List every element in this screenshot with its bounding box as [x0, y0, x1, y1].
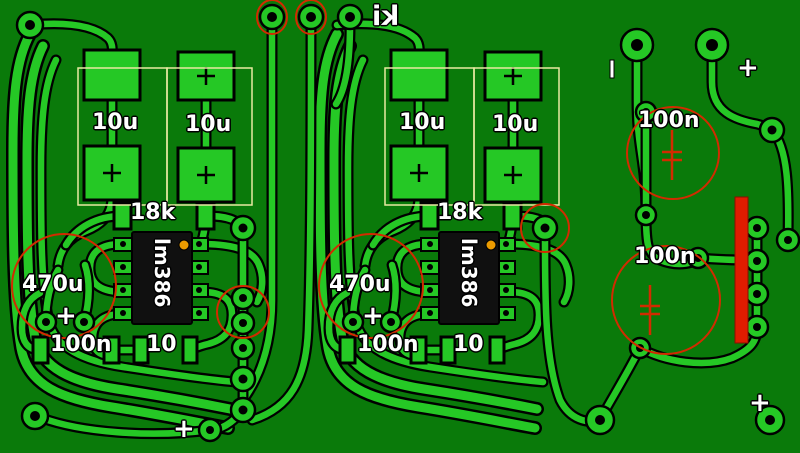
label-res-10: 10 — [453, 332, 484, 357]
silkscreen-circle — [216, 285, 270, 339]
plus-mark: + — [55, 301, 77, 331]
silkscreen-circle — [520, 203, 570, 253]
silkscreen-circle-100n-top — [626, 106, 720, 200]
via-pad — [754, 404, 786, 436]
via-pad — [775, 227, 800, 253]
label-cap-100n: 100n — [634, 244, 696, 269]
plus-mark: + — [173, 414, 195, 444]
label-cap-10u: 10u — [492, 112, 539, 137]
label-res-18k: 18k — [130, 200, 176, 225]
via-pad — [230, 285, 256, 311]
via-pad — [258, 3, 286, 31]
via-pad — [20, 401, 50, 431]
label-res-18k: 18k — [437, 200, 483, 225]
cap-symbol — [662, 130, 682, 180]
label-cap-10u: 10u — [92, 110, 139, 135]
label-cap-100n: 100n — [50, 332, 112, 357]
via-pad — [230, 335, 256, 361]
silkscreen-circle — [256, 0, 288, 35]
via-pad — [197, 417, 223, 443]
label-cap-470u: 470u — [22, 272, 84, 297]
via-pad — [744, 248, 770, 274]
label-cap-470u: 470u — [329, 272, 391, 297]
via-pad — [229, 396, 257, 424]
label-cap-10u: 10u — [185, 112, 232, 137]
connector-silkscreen — [734, 196, 749, 344]
label-res-10: 10 — [146, 332, 177, 357]
via-pad — [229, 365, 257, 393]
channel-right-artwork[interactable] — [319, 24, 569, 428]
via-pad — [230, 310, 256, 336]
via-pads[interactable] — [15, 3, 800, 443]
via-pad — [744, 215, 770, 241]
via-pad — [694, 27, 730, 63]
via-pad — [744, 281, 770, 307]
cap-symbol — [640, 285, 660, 335]
via-pad — [15, 10, 45, 40]
via-pad — [584, 404, 616, 436]
via-pad — [229, 214, 257, 242]
via-pad — [297, 3, 325, 31]
label-cap-10u: 10u — [399, 110, 446, 135]
via-pad — [634, 203, 658, 227]
via-pad — [758, 116, 786, 144]
label-ic-lm386: lm386 — [457, 238, 481, 308]
silkscreen-circle — [295, 0, 327, 35]
via-pad — [336, 3, 364, 31]
label-cap-100n: 100n — [638, 108, 700, 133]
plus-mark: + — [749, 388, 771, 418]
label-ic-lm386: lm386 — [150, 238, 174, 308]
via-pad — [744, 314, 770, 340]
via-pad — [531, 214, 559, 242]
plus-mark: + — [362, 301, 384, 331]
red-silkscreen — [216, 0, 749, 355]
board-id-label: ki — [372, 1, 400, 32]
plus-mark: + — [737, 53, 759, 83]
channel-left-artwork[interactable] — [12, 24, 262, 428]
label-cap-100n: 100n — [357, 332, 419, 357]
polarity-mark — [609, 59, 615, 79]
silkscreen-circle-100n-bottom — [611, 245, 721, 355]
via-pad — [619, 27, 655, 63]
